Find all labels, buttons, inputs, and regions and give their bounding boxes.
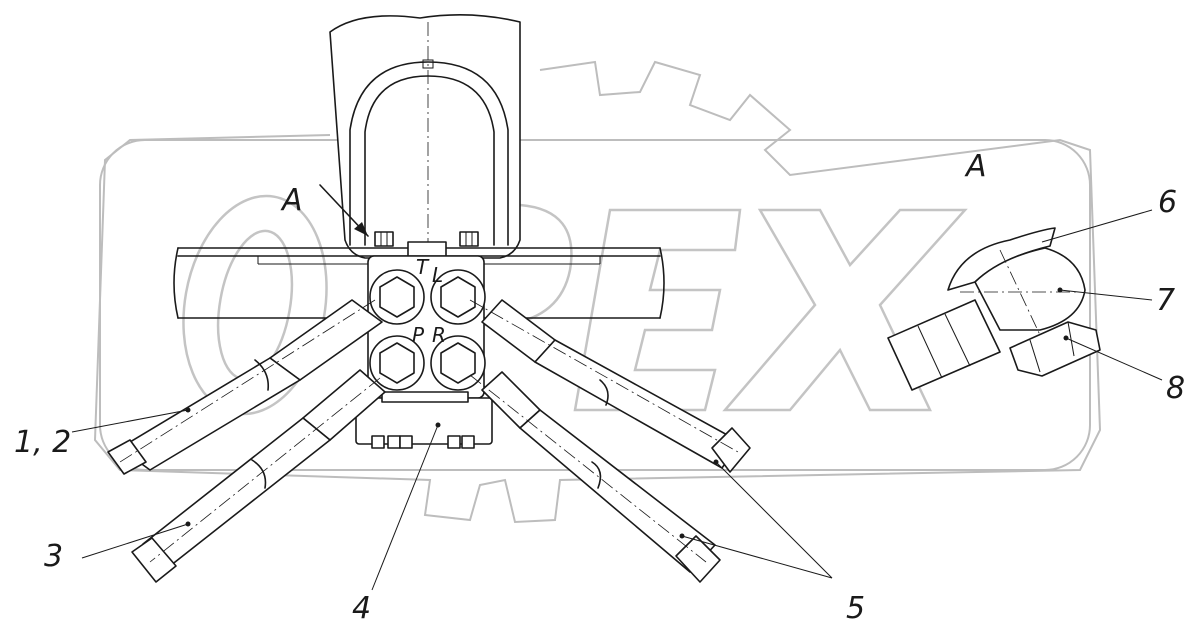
leader-lines bbox=[71, 407, 833, 591]
callouts: 1, 2 3 4 5 6 7 8 bbox=[14, 185, 1185, 626]
callout-6: 6 bbox=[1158, 185, 1177, 220]
port-label-p: P bbox=[412, 323, 425, 347]
valve-bottom-bolts bbox=[371, 435, 475, 449]
port-label-l: L bbox=[432, 263, 443, 287]
watermark-letters bbox=[182, 194, 968, 416]
u-clamp bbox=[349, 61, 509, 246]
callout-7: 7 bbox=[1156, 283, 1175, 318]
hose-upper-right bbox=[469, 299, 751, 473]
main-view: A bbox=[71, 14, 833, 591]
callout-8: 8 bbox=[1166, 371, 1185, 406]
port-label-r: R bbox=[432, 323, 446, 347]
view-label-main: A bbox=[280, 183, 303, 218]
callout-4: 4 bbox=[352, 591, 371, 626]
view-label-detail: A bbox=[964, 149, 987, 184]
steering-valve: T L P R bbox=[355, 255, 493, 449]
callout-1-2: 1, 2 bbox=[14, 425, 71, 460]
hose-lower-left bbox=[131, 369, 386, 583]
port-fitting-p bbox=[369, 335, 425, 391]
mount-bolts bbox=[374, 231, 479, 257]
hose-lower-right bbox=[469, 371, 721, 583]
detail-view-a: A bbox=[887, 149, 1163, 391]
watermark-gear bbox=[93, 60, 1102, 524]
callout-3: 3 bbox=[44, 539, 63, 574]
detail-fitting-body bbox=[974, 247, 1086, 331]
column-housing bbox=[329, 14, 521, 259]
view-arrow-head bbox=[354, 222, 368, 236]
callout-5: 5 bbox=[846, 591, 865, 626]
port-fitting-l bbox=[430, 269, 486, 325]
watermark bbox=[93, 60, 1102, 524]
hose-upper-left bbox=[107, 299, 383, 475]
port-fitting-t bbox=[369, 269, 425, 325]
port-label-t: T bbox=[416, 255, 430, 279]
